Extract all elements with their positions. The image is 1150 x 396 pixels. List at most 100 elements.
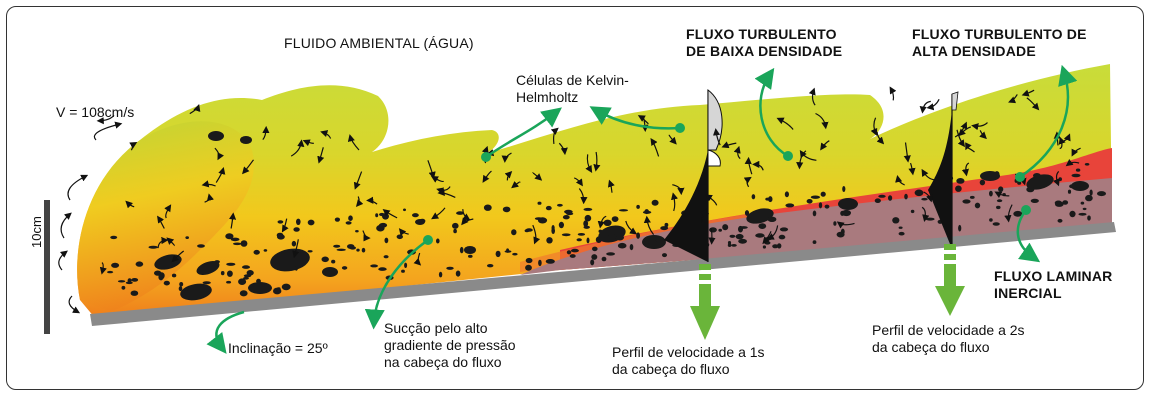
small-clast (1085, 194, 1093, 202)
small-clast (1089, 189, 1093, 196)
flow-arrow (712, 128, 721, 146)
flow-arrow (427, 160, 436, 180)
small-clast (878, 194, 886, 198)
small-clast (779, 227, 789, 232)
small-clast (117, 280, 126, 283)
flow-arrow (776, 117, 794, 130)
small-clast (383, 255, 389, 259)
flow-arrow (532, 224, 541, 245)
small-clast (1013, 210, 1023, 217)
small-clast (163, 280, 170, 286)
small-clast (651, 199, 659, 206)
small-clast (820, 191, 826, 197)
flow-arrow (700, 208, 707, 223)
small-clast (606, 252, 615, 256)
small-clast (655, 236, 660, 242)
small-clast (583, 225, 590, 229)
flow-arrow (923, 191, 933, 203)
small-clast (772, 244, 779, 249)
small-clast (824, 204, 830, 209)
small-clast (892, 217, 900, 224)
flow-arrow (1071, 147, 1081, 157)
small-clast (131, 278, 139, 282)
flow-arrow (908, 162, 916, 176)
small-clast (979, 179, 986, 186)
flow-arrow (157, 215, 165, 229)
flow-arrow (1008, 94, 1018, 104)
small-clast (225, 233, 234, 240)
flow-arrow (956, 129, 966, 148)
small-clast (525, 257, 533, 264)
small-clast (764, 241, 771, 245)
small-clast (1058, 177, 1062, 182)
flow-arrow (903, 142, 911, 163)
flow-arrow (643, 215, 655, 235)
flow-arrow (290, 139, 305, 157)
small-clast (561, 233, 571, 237)
small-clast (636, 204, 640, 209)
small-clast (660, 226, 669, 231)
flow-arrow (1065, 159, 1080, 167)
small-clast (898, 226, 903, 229)
flow-arrow (796, 150, 807, 170)
flow-arrow (799, 149, 817, 161)
small-clast (291, 240, 297, 247)
small-clast (607, 233, 617, 240)
small-clast (127, 278, 132, 283)
small-clast (296, 218, 301, 225)
flow-arrow (671, 192, 679, 212)
flow-arrow (954, 121, 968, 138)
flow-arrow (733, 145, 741, 160)
callout-pointers (206, 64, 1078, 354)
small-clast (744, 210, 750, 216)
flow-arrow (353, 171, 363, 190)
small-clast (307, 250, 313, 253)
small-clast (226, 280, 232, 284)
small-clast (1033, 173, 1041, 179)
small-clast (874, 198, 881, 203)
flow-arrow (876, 131, 885, 145)
small-clast (739, 226, 748, 229)
small-clast (202, 281, 211, 285)
flow-arrow (214, 147, 225, 161)
small-clast (370, 264, 378, 268)
small-clast (751, 194, 756, 200)
flow-arrow (558, 142, 568, 156)
small-clast (576, 238, 582, 242)
head-curl-arrow (58, 250, 68, 271)
small-clast (755, 233, 765, 238)
small-clast (345, 221, 352, 225)
head-curl-arrow (93, 121, 123, 141)
flow-arrow (347, 134, 360, 151)
high-density-label-2: ALTA DENSIDADE (912, 43, 1036, 59)
small-clast (502, 206, 511, 213)
small-clast (557, 203, 563, 207)
profile-1s-label-1: Perfil de velocidade a 1s (612, 344, 765, 360)
small-clast (453, 228, 457, 234)
flow-arrow (926, 98, 940, 111)
kh-cells-label-2: Helmholtz (516, 89, 579, 105)
flow-arrow (1053, 131, 1061, 146)
small-clast (121, 285, 126, 290)
small-clast (1087, 215, 1091, 221)
small-clast (842, 186, 846, 192)
small-clast (135, 261, 144, 267)
flow-arrow (895, 174, 905, 186)
small-clast (958, 224, 962, 232)
flow-arrow (511, 180, 521, 189)
small-clast (810, 195, 821, 199)
small-clast (537, 201, 542, 205)
flow-arrow (668, 134, 677, 145)
small-clast (914, 189, 924, 197)
small-clast (644, 240, 650, 245)
small-clast (898, 231, 905, 236)
suction-label-3: na cabeça do fluxo (384, 354, 502, 370)
flow-arrow (921, 206, 930, 222)
small-clast (281, 283, 291, 291)
slope-floor (90, 222, 1116, 326)
flow-arrow (99, 262, 107, 275)
small-clast (185, 236, 189, 240)
flow-arrow (171, 250, 185, 263)
scale-label: 10cm (29, 216, 44, 248)
small-clast (1069, 210, 1076, 218)
